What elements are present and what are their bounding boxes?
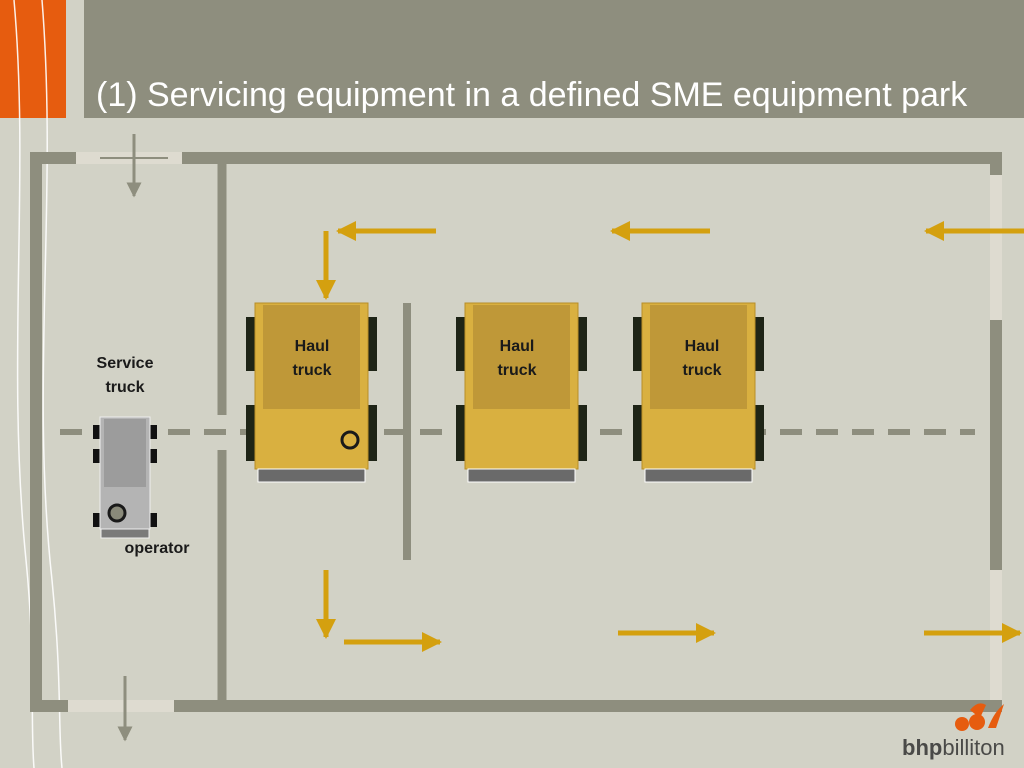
tire <box>246 317 256 371</box>
tire <box>150 425 157 439</box>
truck-grille <box>257 468 366 483</box>
equipment-park <box>30 152 1002 712</box>
service-truck-grille <box>100 528 150 539</box>
accent-block <box>0 0 66 118</box>
right-gate-upper <box>990 175 1002 320</box>
operator-label: operator <box>125 540 190 557</box>
truck-bed <box>650 305 747 409</box>
logo-swoosh <box>970 703 986 718</box>
tire <box>577 317 587 371</box>
header: (1) Servicing equipment in a defined SME… <box>0 0 1024 118</box>
operator-cab-icon <box>340 430 360 450</box>
logo-light-part: billiton <box>942 735 1004 760</box>
logo-swoosh <box>988 704 1004 728</box>
logo-dot <box>969 714 985 730</box>
truck-grille <box>467 468 576 483</box>
tire <box>633 317 643 371</box>
service-truck-label-line1: Service <box>97 355 154 372</box>
tire <box>633 405 643 461</box>
company-logo: bhpbilliton <box>902 703 1005 760</box>
haul-truck-1: Haul truck <box>246 302 377 483</box>
header-band <box>84 0 1024 118</box>
logo-bold-part: bhp <box>902 735 942 760</box>
logo-mark <box>955 703 1004 731</box>
haul-truck-label-line1: Haul <box>685 338 720 355</box>
haul-truck-label-line2: truck <box>292 362 331 379</box>
haul-truck-label-line1: Haul <box>500 338 535 355</box>
tire <box>150 513 157 527</box>
entry-arrow <box>100 134 168 198</box>
flow-arrows <box>316 221 1024 652</box>
tire <box>93 425 100 439</box>
operator-cab-icon <box>107 503 127 523</box>
haul-truck-3: Haul truck <box>633 302 764 483</box>
tire <box>577 405 587 461</box>
tire <box>367 405 377 461</box>
tire <box>93 513 100 527</box>
tire <box>93 449 100 463</box>
tire <box>150 449 157 463</box>
haul-truck-label-line1: Haul <box>295 338 330 355</box>
haul-truck-label-line2: truck <box>682 362 721 379</box>
exit-gate <box>68 700 174 712</box>
tire <box>367 317 377 371</box>
tire <box>754 317 764 371</box>
tire <box>754 405 764 461</box>
haul-truck-2: Haul truck <box>456 302 587 483</box>
logo-dot <box>955 717 969 731</box>
tire <box>456 405 466 461</box>
haul-truck-label-line2: truck <box>497 362 536 379</box>
tire <box>246 405 256 461</box>
page-title: (1) Servicing equipment in a defined SME… <box>96 76 968 114</box>
truck-bed <box>473 305 570 409</box>
tire <box>456 317 466 371</box>
truck-bed <box>263 305 360 409</box>
logo-wordmark: bhpbilliton <box>902 735 1005 760</box>
service-truck-label-line2: truck <box>105 379 144 396</box>
park-outer-wall <box>30 152 1002 712</box>
service-truck-box <box>104 419 146 487</box>
service-truck: Service truck operator <box>93 355 189 557</box>
truck-grille <box>644 468 753 483</box>
